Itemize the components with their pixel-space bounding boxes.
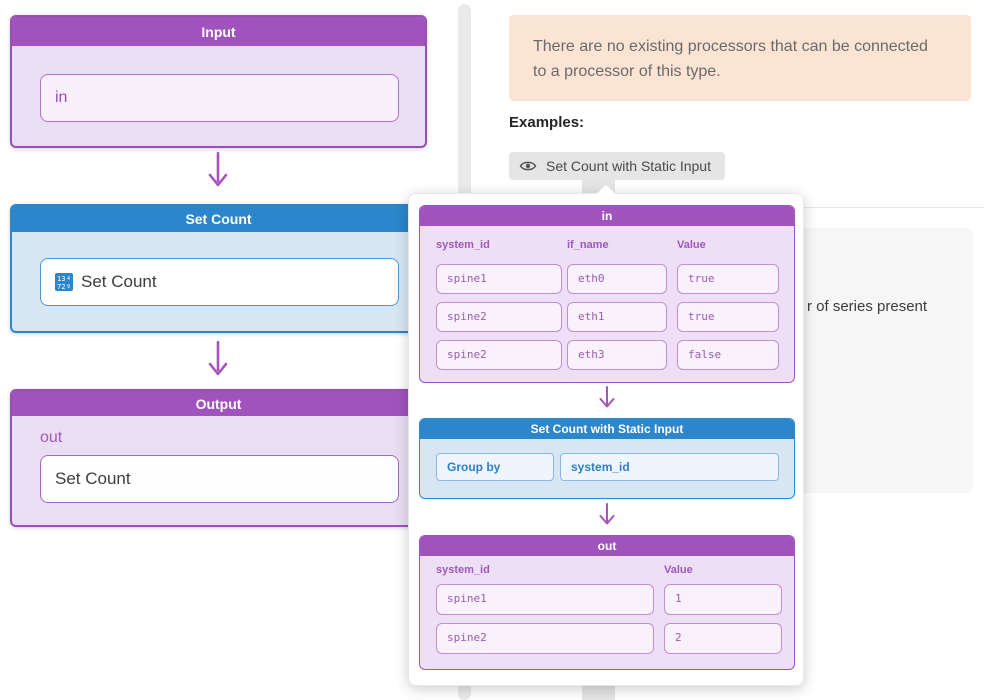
output-stage-label: Set Count: [55, 469, 131, 488]
output-port-label: out: [40, 429, 63, 446]
svg-text:9: 9: [67, 284, 70, 290]
flow-arrow-down-icon: [206, 151, 230, 189]
notice-text: There are no existing processors that ca…: [533, 38, 928, 80]
svg-text:72: 72: [57, 283, 65, 291]
output-stage-box[interactable]: Set Count: [40, 455, 399, 503]
set-count-node[interactable]: Set Count 13 4 72 9 Set Count: [10, 204, 427, 333]
popup-in-title: in: [420, 206, 794, 226]
example-tooltip-popup: in system_id if_name Value spine1 eth0 t…: [408, 183, 804, 686]
table-cell: 1: [664, 584, 782, 615]
count-grid-icon: 13 4 72 9: [55, 273, 73, 291]
popup-out-title: out: [420, 536, 794, 556]
table-cell: eth0: [567, 264, 667, 294]
table-cell: spine2: [436, 302, 562, 332]
flow-arrow-down-icon: [206, 340, 230, 378]
popup-out-node: out system_id Value spine1 1 spine2 2: [419, 535, 795, 670]
svg-text:13: 13: [57, 275, 65, 283]
eye-icon: [519, 159, 537, 173]
popup-processor-title: Set Count with Static Input: [420, 419, 794, 439]
input-node[interactable]: Input in: [10, 15, 427, 148]
popup-in-node: in system_id if_name Value spine1 eth0 t…: [419, 205, 795, 383]
table-cell: true: [677, 264, 779, 294]
examples-heading: Examples:: [509, 114, 585, 131]
example-chip-label: Set Count with Static Input: [546, 158, 711, 174]
table-cell: false: [677, 340, 779, 370]
column-header: system_id: [436, 564, 490, 576]
table-cell: 2: [664, 623, 782, 654]
input-stage-label: in: [55, 89, 68, 106]
popup-processor-node: Set Count with Static Input Group by sys…: [419, 418, 795, 499]
svg-text:4: 4: [67, 276, 70, 282]
popup-arrow-down-icon: [597, 386, 617, 410]
group-by-chip: Group by: [436, 453, 554, 481]
column-header: if_name: [567, 239, 609, 251]
input-stage-box[interactable]: in: [40, 74, 399, 122]
table-cell: spine2: [436, 340, 562, 370]
column-header: Value: [664, 564, 693, 576]
column-header: Value: [677, 239, 706, 251]
table-cell: eth3: [567, 340, 667, 370]
set-count-stage-label: Set Count: [81, 272, 157, 291]
table-cell: eth1: [567, 302, 667, 332]
group-by-value-chip: system_id: [560, 453, 779, 481]
table-cell: spine1: [436, 264, 562, 294]
column-header: system_id: [436, 239, 490, 251]
table-cell: spine1: [436, 584, 654, 615]
output-node[interactable]: Output out Set Count: [10, 389, 427, 527]
table-cell: spine2: [436, 623, 654, 654]
set-count-node-title: Set Count: [12, 206, 425, 232]
set-count-stage-box[interactable]: 13 4 72 9 Set Count: [40, 258, 399, 306]
output-node-title: Output: [12, 391, 425, 416]
partial-description-text: r of series present: [807, 298, 928, 315]
popup-arrow-down-icon: [597, 503, 617, 527]
example-chip-set-count-with-static-input[interactable]: Set Count with Static Input: [509, 152, 725, 180]
table-cell: true: [677, 302, 779, 332]
no-processors-notice: There are no existing processors that ca…: [509, 15, 971, 101]
input-node-title: Input: [12, 17, 425, 46]
